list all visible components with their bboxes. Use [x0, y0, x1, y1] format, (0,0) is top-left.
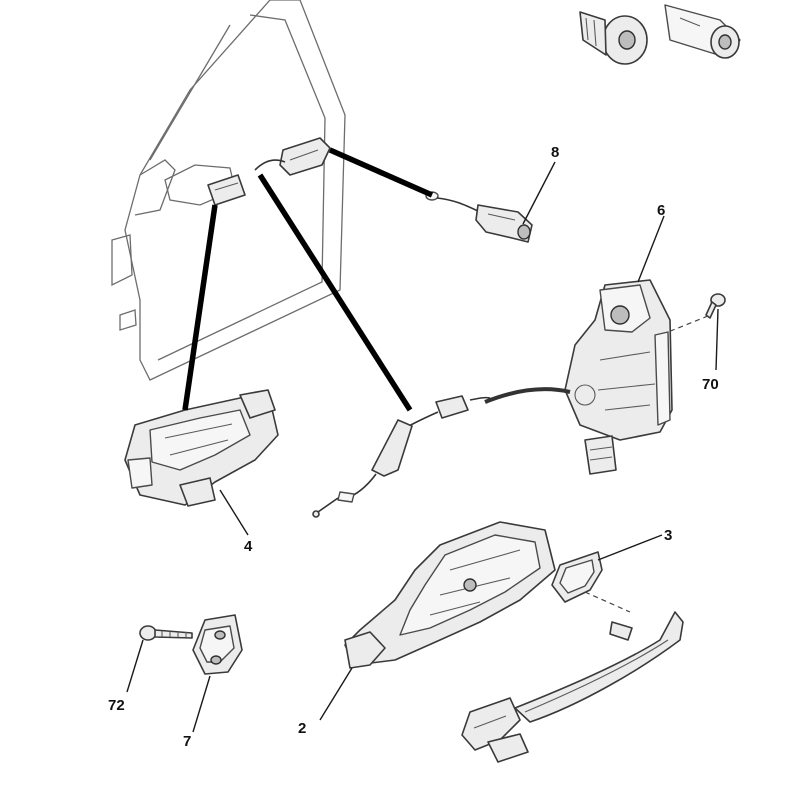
callout-8: 8 — [551, 144, 559, 161]
callout-72: 72 — [108, 697, 125, 714]
callout-3: 3 — [664, 527, 672, 544]
callout-7: 7 — [183, 733, 191, 750]
callout-2: 2 — [298, 720, 306, 737]
release-cable — [312, 387, 571, 518]
outer-handle-part — [461, 611, 684, 763]
striker-part — [192, 614, 243, 675]
callout-6: 6 — [657, 202, 665, 219]
door-panel — [111, 0, 346, 381]
lock-cylinder-part — [664, 4, 741, 59]
pointer-to-cable — [257, 173, 413, 412]
plastic-rivet-part — [579, 11, 648, 65]
lock-mechanism-part — [564, 279, 673, 475]
door-lock-mount — [254, 137, 331, 176]
inner-handle-part — [124, 389, 279, 507]
leader-lines — [126, 161, 719, 733]
bolt-part — [667, 293, 726, 333]
pointer-to-part-4 — [182, 204, 218, 411]
handle-bracket-part — [344, 521, 556, 669]
callout-70: 70 — [702, 376, 719, 393]
door-inner-handle-mount — [207, 174, 246, 206]
pointer-to-part-8 — [328, 147, 434, 198]
screw-part — [139, 625, 193, 641]
gasket-part — [551, 551, 631, 613]
callout-4: 4 — [244, 538, 253, 555]
